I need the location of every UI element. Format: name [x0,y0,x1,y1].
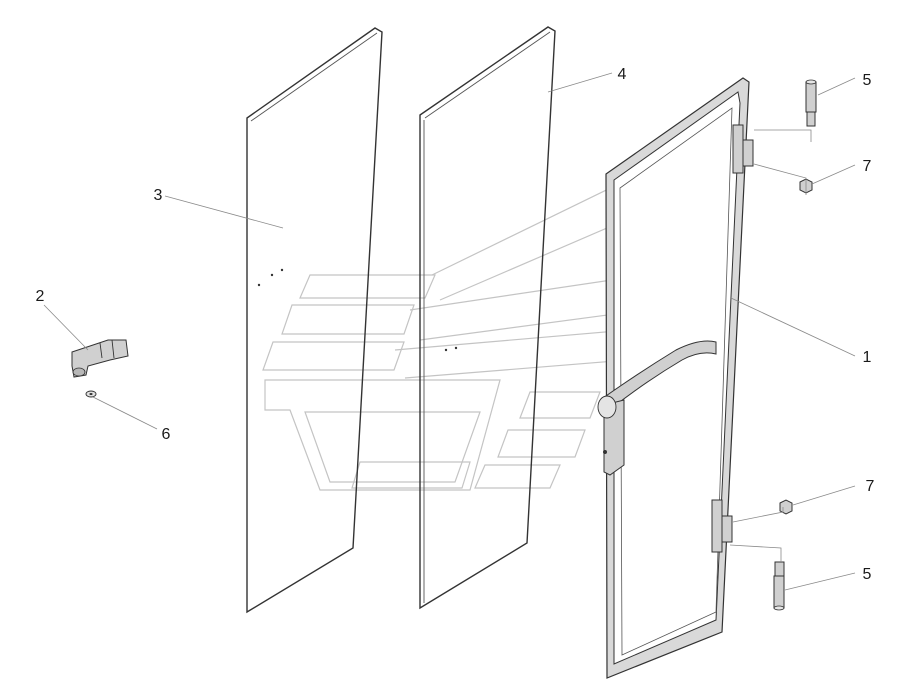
assembly-line-7-bottom [732,507,784,523]
callout-7-bottom: 7 [866,478,875,495]
leader-7-bottom [792,485,856,506]
latch-bracket-part-2 [71,339,129,378]
glass-pane-part-4 [419,26,556,610]
callout-2: 2 [36,288,45,305]
washer-part-6 [85,390,97,398]
callout-7-top: 7 [863,158,872,175]
leader-5-bottom [784,572,856,591]
door-frame-part-1 [597,77,754,679]
leader-1 [730,297,856,357]
hinge-pin-part-5-top [805,79,817,127]
leader-lines [43,72,856,591]
leader-5-top [817,77,856,96]
glass-pane-part-3 [246,27,383,614]
callout-4: 4 [618,66,627,83]
callout-6: 6 [162,426,171,443]
leader-3 [164,195,284,229]
assembly-line-7-top [753,163,807,195]
leader-7-top [811,164,856,185]
leader-4 [547,72,613,93]
hinge-pin-part-5-bottom [773,561,785,611]
callout-5-bottom: 5 [863,566,872,583]
callout-3: 3 [154,187,163,204]
callout-5-top: 5 [863,72,872,89]
callout-1: 1 [863,349,872,366]
leader-2 [43,304,89,351]
callout-labels: 1 2 3 4 5 5 6 7 7 [36,66,875,583]
assembly-line-5-top [754,129,812,142]
leader-6 [92,396,158,430]
assembly-line-5-bottom [729,544,782,562]
